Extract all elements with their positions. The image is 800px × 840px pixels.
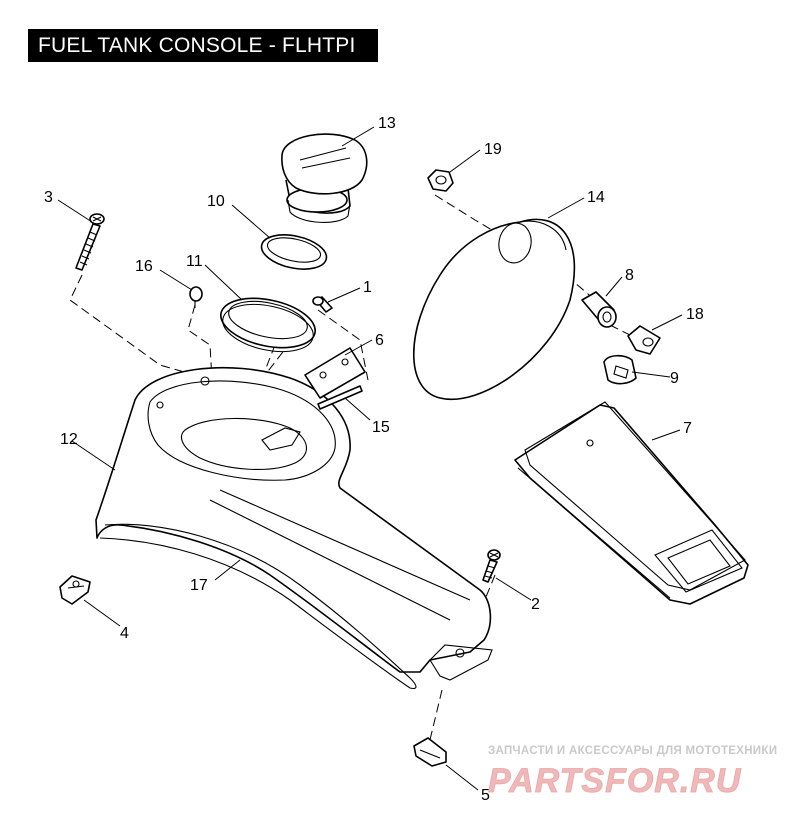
clip-nut: [59, 575, 91, 605]
push-pin: [189, 286, 203, 308]
callout-9: 9: [670, 370, 679, 387]
filler-ring: [220, 297, 316, 353]
callout-5: 5: [481, 787, 490, 804]
console-body: [95, 366, 493, 690]
long-screw: [75, 213, 105, 271]
leader-lines: [57, 126, 683, 791]
watermark-brand-text: PARTSFOR.RU: [488, 762, 742, 800]
callout-19: 19: [484, 141, 502, 158]
fuel-cap: [281, 133, 368, 223]
nut: [427, 169, 454, 192]
latch: [603, 354, 637, 385]
callout-13: 13: [378, 115, 396, 132]
callout-8: 8: [625, 267, 634, 284]
gasket-ring: [260, 234, 328, 270]
pin: [317, 385, 363, 410]
clip: [413, 737, 447, 767]
watermark-brand: PARTSFOR.RU: [488, 762, 742, 801]
screw: [482, 549, 501, 583]
callout-10: 10: [207, 193, 225, 210]
callout-4: 4: [120, 625, 129, 642]
console-door: [413, 218, 576, 401]
page-title: FUEL TANK CONSOLE - FLHTPI: [28, 29, 378, 62]
key: [627, 325, 661, 355]
lock-cylinder: [581, 291, 617, 328]
callout-11: 11: [186, 253, 203, 270]
callout-18: 18: [686, 306, 704, 323]
small-screw: [312, 296, 333, 313]
callout-17: 17: [190, 577, 208, 594]
watermark-tagline: ЗАПЧАСТИ И АКСЕССУАРЫ ДЛЯ МОТОТЕХНИКИ: [488, 745, 778, 757]
bracket: [304, 347, 366, 399]
callout-6: 6: [375, 332, 384, 349]
callout-12: 12: [60, 431, 78, 448]
callout-2: 2: [531, 596, 540, 613]
callout-7: 7: [683, 420, 692, 437]
callout-1: 1: [363, 279, 372, 296]
callout-16: 16: [135, 258, 153, 275]
callout-15: 15: [372, 419, 390, 436]
callout-labels: 13 19 14 3 10 16 11 1 6 8 18 9 7 15 12 1…: [44, 115, 704, 804]
callout-3: 3: [44, 189, 53, 206]
callout-14: 14: [587, 189, 605, 206]
console-pad: [514, 401, 749, 605]
